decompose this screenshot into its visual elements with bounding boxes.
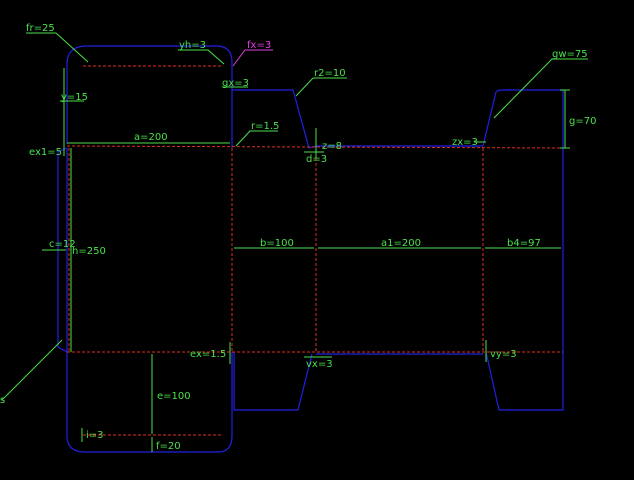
leader-yh	[178, 49, 225, 65]
leader-fr	[26, 32, 89, 63]
leader-r2	[295, 77, 347, 97]
label-ex1: ex1=5	[29, 147, 62, 158]
label-vy: vy=3	[490, 349, 517, 360]
label-f: f=20	[156, 441, 181, 452]
label-s: s	[0, 395, 5, 406]
side-bottom-flap-outline	[233, 352, 313, 411]
label-y: y=15	[61, 92, 88, 103]
end-top-flap-outline	[482, 89, 564, 150]
label-zx: zx=3	[452, 137, 478, 148]
leader-s	[1, 339, 63, 401]
label-gw: gw=75	[552, 49, 588, 60]
label-fx: fx=3	[247, 40, 271, 51]
label-fr: fr=25	[26, 23, 55, 34]
side-top-flap-outline	[232, 89, 310, 149]
label-g: g=70	[569, 116, 596, 127]
fold-lines	[66, 65, 564, 436]
label-d: d=3	[306, 154, 327, 165]
label-vx: vx=3	[306, 359, 333, 370]
label-ex: ex=1.5	[190, 349, 226, 360]
label-a: a=200	[134, 132, 168, 143]
label-b4: b4=97	[507, 238, 541, 249]
top-flap-outline	[66, 45, 233, 148]
leader-gw	[493, 58, 588, 119]
label-r: r=1.5	[251, 121, 279, 132]
label-gx: gx=3	[222, 78, 249, 89]
end-bottom-flap-outline	[485, 351, 564, 411]
dimension-lines	[1, 32, 588, 452]
label-z: z=8	[322, 141, 342, 152]
leader-fx	[232, 49, 273, 67]
label-h: h=250	[72, 246, 106, 257]
label-i: i=3	[86, 430, 104, 441]
label-c: c=12	[49, 239, 76, 250]
label-e: e=100	[157, 391, 191, 402]
leader-r	[235, 130, 278, 147]
fold-top-main	[66, 145, 564, 149]
label-yh: yh=3	[179, 40, 206, 51]
dimension-labels: fr=25 yh=3 fx=3 gx=3 r2=10 gw=75 y=15 r=…	[0, 23, 596, 452]
label-a1: a1=200	[381, 238, 421, 249]
label-r2: r2=10	[314, 68, 346, 79]
label-b: b=100	[260, 238, 294, 249]
